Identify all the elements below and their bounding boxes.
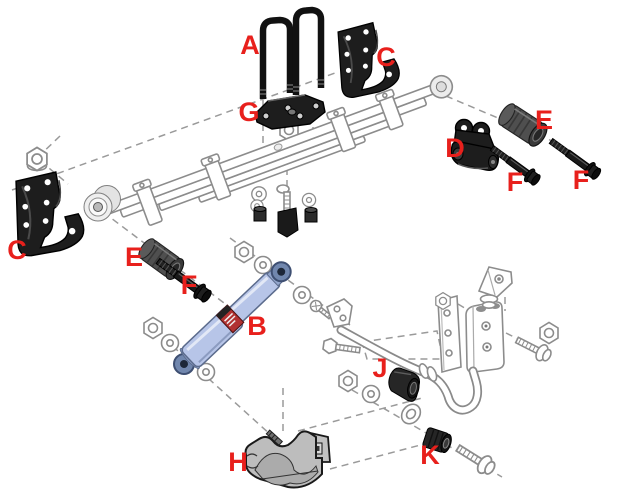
sway-bar-link-eye (400, 403, 422, 425)
frame-bolt-nut (539, 321, 559, 345)
link-nut (338, 369, 358, 393)
spring-clamp (326, 106, 357, 153)
spring-clamp (374, 88, 404, 131)
part-label-front-hanger-bracket: C (7, 235, 27, 265)
part-label-spring-bolt-front: F (181, 270, 198, 300)
shock-lower-nut (143, 316, 163, 340)
part-label-u-bolt-plate: G (238, 97, 259, 127)
shock-lower-washer (160, 333, 180, 353)
part-label-link-bushing-lower: K (420, 440, 440, 470)
u-bolt-plate (254, 94, 326, 130)
frame-bracket-block (465, 301, 505, 373)
shock-mount-bracket (326, 298, 353, 328)
shock-absorber (173, 261, 292, 375)
part-label-spring-bolt-rear-1: F (507, 167, 524, 197)
part-label-spring-bolt-rear-2: F (573, 165, 590, 195)
part-label-rear-hanger-bracket: C (376, 42, 396, 72)
part-label-spring-bushing-rear: E (535, 105, 553, 135)
shock-upper-washer (253, 255, 273, 275)
link-bushing-lower (422, 427, 452, 453)
shock-upper-washer-2 (292, 285, 312, 305)
center-bolt-kit (250, 184, 318, 238)
clamp-bolt (322, 337, 361, 355)
part-label-u-bolts: A (240, 30, 260, 60)
part-label-spring-bushing-front: E (125, 242, 143, 272)
spring-clamp (200, 153, 232, 201)
shackle (450, 118, 500, 172)
sway-bar-clamp (244, 429, 331, 489)
shock-upper-nut (234, 240, 254, 264)
spring-clamp (132, 178, 163, 226)
block-nut (435, 291, 451, 311)
part-label-shock-absorber: B (247, 311, 267, 341)
shock-label-sticker (215, 304, 245, 334)
part-label-shackle: D (445, 133, 465, 163)
leaf-spring (83, 74, 454, 226)
part-label-sway-bar-clamp: H (228, 447, 248, 477)
part-label-link-bushing-upper: J (372, 353, 387, 383)
frame-bracket-ear (477, 266, 513, 309)
link-bushing-upper (388, 367, 420, 402)
link-washer (361, 384, 381, 404)
frame-flange-nut (26, 146, 48, 172)
sway-bar (336, 325, 483, 415)
spring-front-eye (83, 185, 121, 222)
shock-upper-screw (309, 299, 333, 320)
u-bolts (259, 6, 325, 99)
